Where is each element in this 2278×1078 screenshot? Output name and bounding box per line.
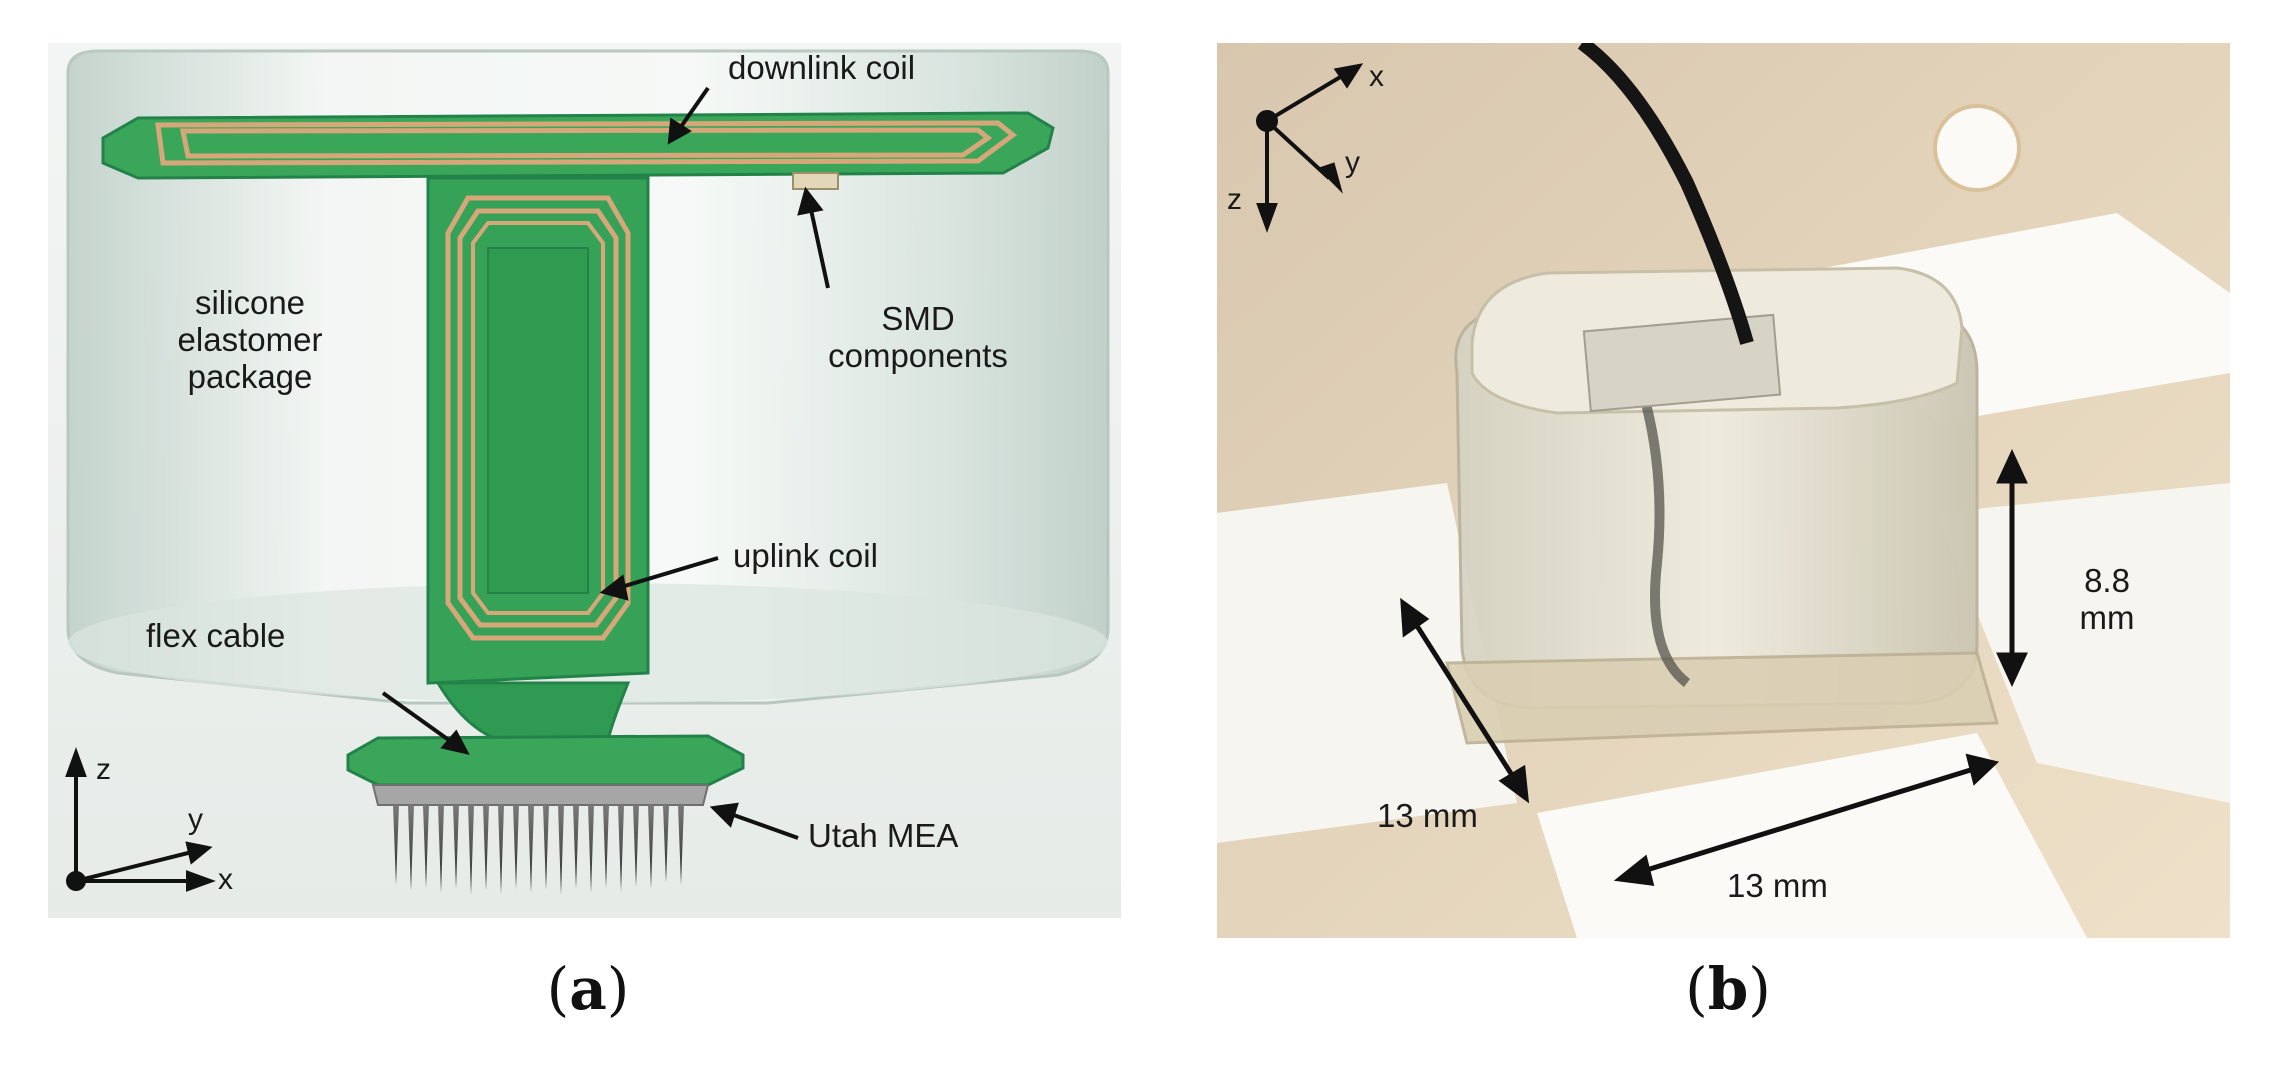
downlink-coil-traces	[155, 120, 1018, 166]
panel-a-device-render: downlink coil silicone elastomer package…	[48, 43, 1121, 918]
utah-mea-needles	[393, 805, 684, 895]
embedded-board	[1582, 313, 1782, 413]
frame-hole	[1933, 104, 2021, 192]
axis-label-x-b: x	[1369, 60, 1384, 93]
caption-a-close: )	[606, 955, 630, 1023]
cube-base-rim	[1445, 651, 1999, 745]
label-silicone-line1: silicone	[194, 284, 306, 321]
label-smd-line1: SMD	[881, 300, 955, 337]
label-downlink-coil: downlink coil	[728, 49, 916, 86]
axes-triad-a	[65, 747, 216, 892]
smd-component-chip	[792, 172, 839, 190]
black-cable	[1577, 43, 1754, 345]
caption-b: (b)	[1628, 955, 1828, 1023]
mea-base-plate	[371, 784, 710, 806]
mea-pcb-board	[346, 734, 745, 787]
caption-b-close: )	[1748, 955, 1771, 1023]
uplink-coil-mid	[457, 208, 619, 628]
dimension-arrows	[1400, 449, 2028, 886]
label-depth-dimension: 13 mm	[1377, 797, 1478, 834]
label-smd-components: SMD components	[793, 300, 1043, 375]
axis-label-y-b: y	[1345, 146, 1360, 179]
device-render-illustration	[48, 43, 1121, 918]
frame-window-bottom	[1537, 733, 2087, 938]
axis-label-z-b: z	[1227, 183, 1242, 216]
embedded-wires	[1632, 371, 1691, 687]
label-width-dimension: 13 mm	[1727, 867, 1828, 904]
uplink-coil-outer	[445, 195, 631, 641]
label-flex-cable: flex cable	[146, 617, 286, 654]
label-height-dimension: 8.8 mm	[2057, 562, 2157, 637]
label-silicone-package: silicone elastomer package	[150, 284, 350, 396]
label-silicone-line3: package	[187, 357, 313, 395]
caption-a-letter: a	[569, 955, 607, 1023]
label-utah-mea: Utah MEA	[808, 817, 959, 854]
axis-label-z-a: z	[96, 753, 111, 786]
label-silicone-line2: elastomer	[177, 320, 323, 358]
caption-b-open: (	[1685, 955, 1708, 1023]
frame-window-left	[1217, 483, 1517, 843]
uplink-coil-center-pad	[487, 247, 589, 594]
label-height-line2: mm	[2079, 598, 2135, 636]
axis-label-x-a: x	[218, 863, 233, 896]
label-uplink-coil: uplink coil	[733, 537, 878, 574]
label-height-line1: 8.8	[2084, 562, 2130, 599]
axes-triad-b	[1256, 63, 1364, 233]
axis-label-y-a: y	[188, 803, 203, 836]
annotation-arrows	[381, 86, 830, 840]
caption-a: (a)	[488, 955, 688, 1023]
device-photo-illustration	[1217, 43, 2230, 938]
panel-b-device-photo: 8.8 mm 13 mm 13 mm x y z	[1217, 43, 2230, 938]
label-smd-line2: components	[828, 336, 1008, 374]
caption-a-open: (	[546, 955, 570, 1023]
caption-b-letter: b	[1707, 955, 1749, 1023]
